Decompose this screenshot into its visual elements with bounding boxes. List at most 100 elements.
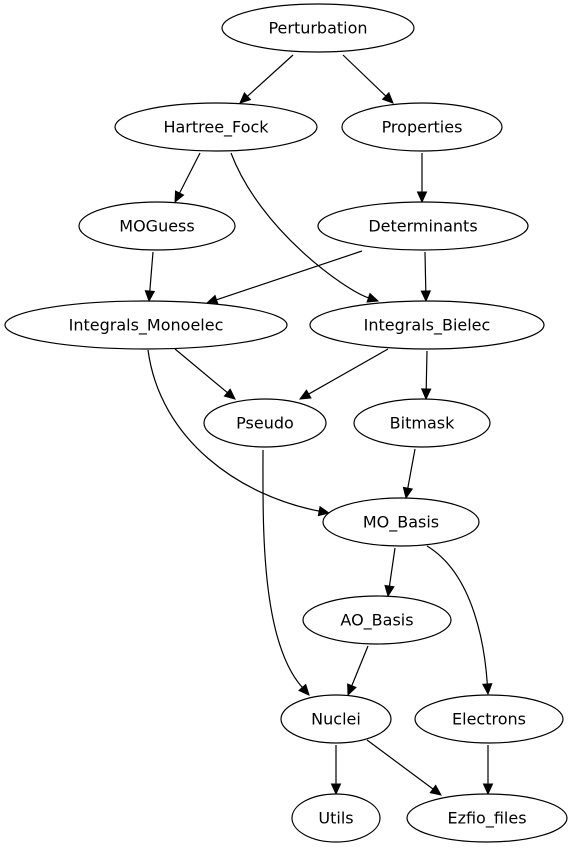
edge-nuclei-to-utils [330, 745, 342, 796]
arrowhead-icon [402, 486, 414, 500]
edge-moguess-to-integrals-monoelec [144, 251, 156, 303]
arrowhead-icon [223, 388, 236, 400]
node-ellipse [4, 300, 288, 350]
edge-integrals-bielec-to-bitmask [420, 350, 432, 401]
node-label: Integrals_Monoelec [69, 316, 224, 336]
arrowhead-icon [420, 388, 432, 401]
arrowhead-icon [174, 190, 185, 204]
node-label: Pseudo [236, 414, 294, 433]
arrowhead-icon [384, 584, 395, 598]
arrowhead-icon [429, 784, 442, 796]
edge-line [230, 152, 369, 299]
node-label: Perturbation [268, 19, 367, 38]
edge-line [351, 645, 369, 686]
arrowhead-icon [366, 292, 380, 303]
node-label: Ezfio_files [447, 809, 526, 829]
node-label: Electrons [452, 710, 526, 729]
arrowhead-icon [482, 783, 494, 796]
edge-line [426, 545, 488, 685]
node-mo-basis: MO_Basis [322, 497, 480, 547]
node-ellipse [114, 102, 318, 152]
edge-line [149, 251, 154, 292]
edge-line [407, 448, 416, 489]
edge-perturbation-to-properties [342, 54, 394, 104]
node-label: Properties [382, 118, 463, 137]
arrowhead-icon [205, 294, 219, 305]
node-ellipse [406, 793, 568, 843]
arrowhead-icon [317, 505, 331, 517]
node-label: MOGuess [119, 217, 194, 236]
edge-perturbation-to-hartree-fock [239, 54, 294, 104]
node-label: Nuclei [311, 710, 361, 729]
node-hartree-fock: Hartree_Fock [114, 102, 318, 152]
edge-determinants-to-integrals-monoelec [205, 250, 363, 305]
arrowhead-icon [298, 683, 310, 696]
node-ellipse [353, 398, 491, 448]
node-label: Bitmask [390, 414, 455, 433]
arrowhead-icon [347, 683, 357, 697]
edge-line [247, 54, 294, 97]
edge-integrals-bielec-to-pseudo [298, 348, 389, 400]
edge-electrons-to-ezfio-files [482, 745, 494, 796]
edge-line [424, 251, 427, 292]
node-label: Integrals_Bielec [364, 316, 491, 336]
node-ellipse [302, 595, 452, 645]
node-perturbation: Perturbation [221, 3, 415, 53]
arrowhead-icon [239, 92, 252, 104]
arrowhead-icon [482, 683, 493, 696]
node-ellipse [317, 201, 529, 251]
edge-line [308, 348, 389, 395]
node-integrals-bielec: Integrals_Bielec [309, 300, 545, 350]
edge-ao-basis-to-nuclei [347, 645, 369, 697]
edge-line [388, 547, 396, 587]
node-integrals-monoelec: Integrals_Monoelec [4, 300, 288, 350]
node-ellipse [322, 497, 480, 547]
arrowhead-icon [416, 191, 428, 204]
edge-line [179, 152, 201, 194]
node-label: Utils [318, 809, 353, 828]
edge-properties-to-determinants [416, 153, 428, 204]
edge-line [216, 250, 363, 301]
node-ellipse [78, 201, 236, 251]
node-ellipse [280, 694, 392, 744]
arrowhead-icon [298, 389, 312, 400]
node-ellipse [341, 102, 503, 152]
arrowhead-icon [330, 783, 342, 796]
edge-integrals-monoelec-to-pseudo [174, 348, 236, 400]
node-ellipse [221, 3, 415, 53]
edges-layer [144, 54, 494, 796]
node-ao-basis: AO_Basis [302, 595, 452, 645]
node-label: MO_Basis [363, 513, 439, 533]
edge-pseudo-to-nuclei [262, 449, 310, 696]
node-label: Hartree_Fock [163, 118, 269, 138]
node-bitmask: Bitmask [353, 398, 491, 448]
edge-integrals-monoelec-to-mo-basis [147, 349, 331, 517]
node-ellipse [414, 694, 564, 744]
node-properties: Properties [341, 102, 503, 152]
edge-determinants-to-integrals-bielec [420, 251, 432, 303]
node-label: AO_Basis [340, 611, 413, 631]
node-ellipse [291, 793, 381, 843]
arrowhead-icon [144, 290, 156, 303]
edge-line [262, 449, 303, 688]
edge-bitmask-to-mo-basis [402, 448, 416, 500]
edge-line [147, 349, 320, 512]
edge-line [425, 350, 428, 390]
edge-nuclei-to-ezfio-files [366, 739, 442, 796]
node-ezfio-files: Ezfio_files [406, 793, 568, 843]
arrowhead-icon [381, 91, 394, 104]
edge-line [366, 739, 434, 790]
edge-line [342, 54, 387, 97]
node-electrons: Electrons [414, 694, 564, 744]
edge-line [174, 348, 228, 394]
edge-mo-basis-to-ao-basis [384, 547, 396, 598]
node-nuclei: Nuclei [280, 694, 392, 744]
node-determinants: Determinants [317, 201, 529, 251]
node-ellipse [203, 398, 327, 448]
edge-mo-basis-to-electrons [426, 545, 493, 696]
node-pseudo: Pseudo [203, 398, 327, 448]
node-label: Determinants [368, 217, 477, 236]
arrowhead-icon [420, 290, 432, 303]
